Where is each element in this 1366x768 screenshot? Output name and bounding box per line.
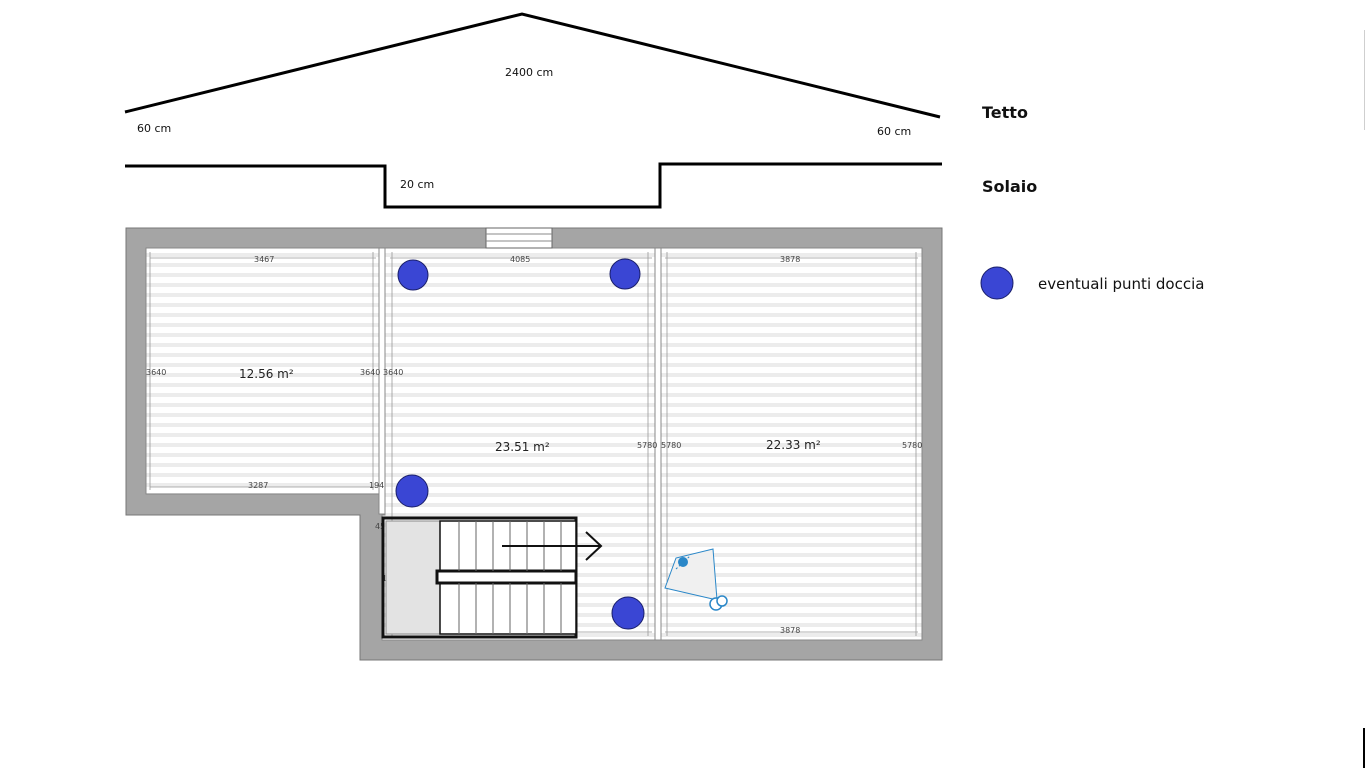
stair-direction-arrow <box>502 531 603 561</box>
slab-outline <box>125 162 942 209</box>
dim-room3-right: 5780 <box>902 441 922 450</box>
camera-viewpoint-icon <box>664 548 728 611</box>
dim-room2-top: 4085 <box>510 255 530 264</box>
dim-room3-bottom: 3878 <box>780 626 800 635</box>
roof-right-label: 60 cm <box>877 125 911 138</box>
slab-label: 20 cm <box>400 178 434 191</box>
dim-room1-left: 3640 <box>146 368 166 377</box>
legend-shower-icon <box>980 266 1014 300</box>
roof-left-label: 60 cm <box>137 122 171 135</box>
room-2-area: 23.51 m² <box>495 440 550 454</box>
dim-small-b: 45 <box>375 522 385 531</box>
roof-outline <box>124 12 941 119</box>
dim-room1-bottom: 3287 <box>248 481 268 490</box>
room-3-area: 22.33 m² <box>766 438 821 452</box>
dim-room2-right: 5780 <box>637 441 657 450</box>
dim-small-a: 194 <box>369 481 384 490</box>
dim-room1-top: 3467 <box>254 255 274 264</box>
dim-room3-top: 3878 <box>780 255 800 264</box>
legend-label: eventuali punti doccia <box>1038 275 1204 293</box>
room-1-floor <box>145 247 380 495</box>
screen-edge-line-bottom <box>1363 728 1365 768</box>
room-1-area: 12.56 m² <box>239 367 294 381</box>
dim-room3-left: 5780 <box>661 441 681 450</box>
slab-title: Solaio <box>982 177 1037 196</box>
dim-room2-left: 3640 <box>383 368 403 377</box>
shower-point-4 <box>611 596 645 630</box>
shower-point-1 <box>397 259 429 291</box>
partition-wall-2 <box>654 247 662 641</box>
shower-point-2 <box>609 258 641 290</box>
roof-width-label: 2400 cm <box>505 66 553 79</box>
shower-point-3 <box>395 474 429 508</box>
window <box>485 227 553 249</box>
dimension-lines <box>149 252 918 636</box>
roof-title: Tetto <box>982 103 1028 122</box>
screen-edge-line-top <box>1364 30 1365 130</box>
staircase <box>381 516 578 639</box>
partition-wall-1 <box>378 247 386 515</box>
dim-room1-right: 3640 <box>360 368 380 377</box>
